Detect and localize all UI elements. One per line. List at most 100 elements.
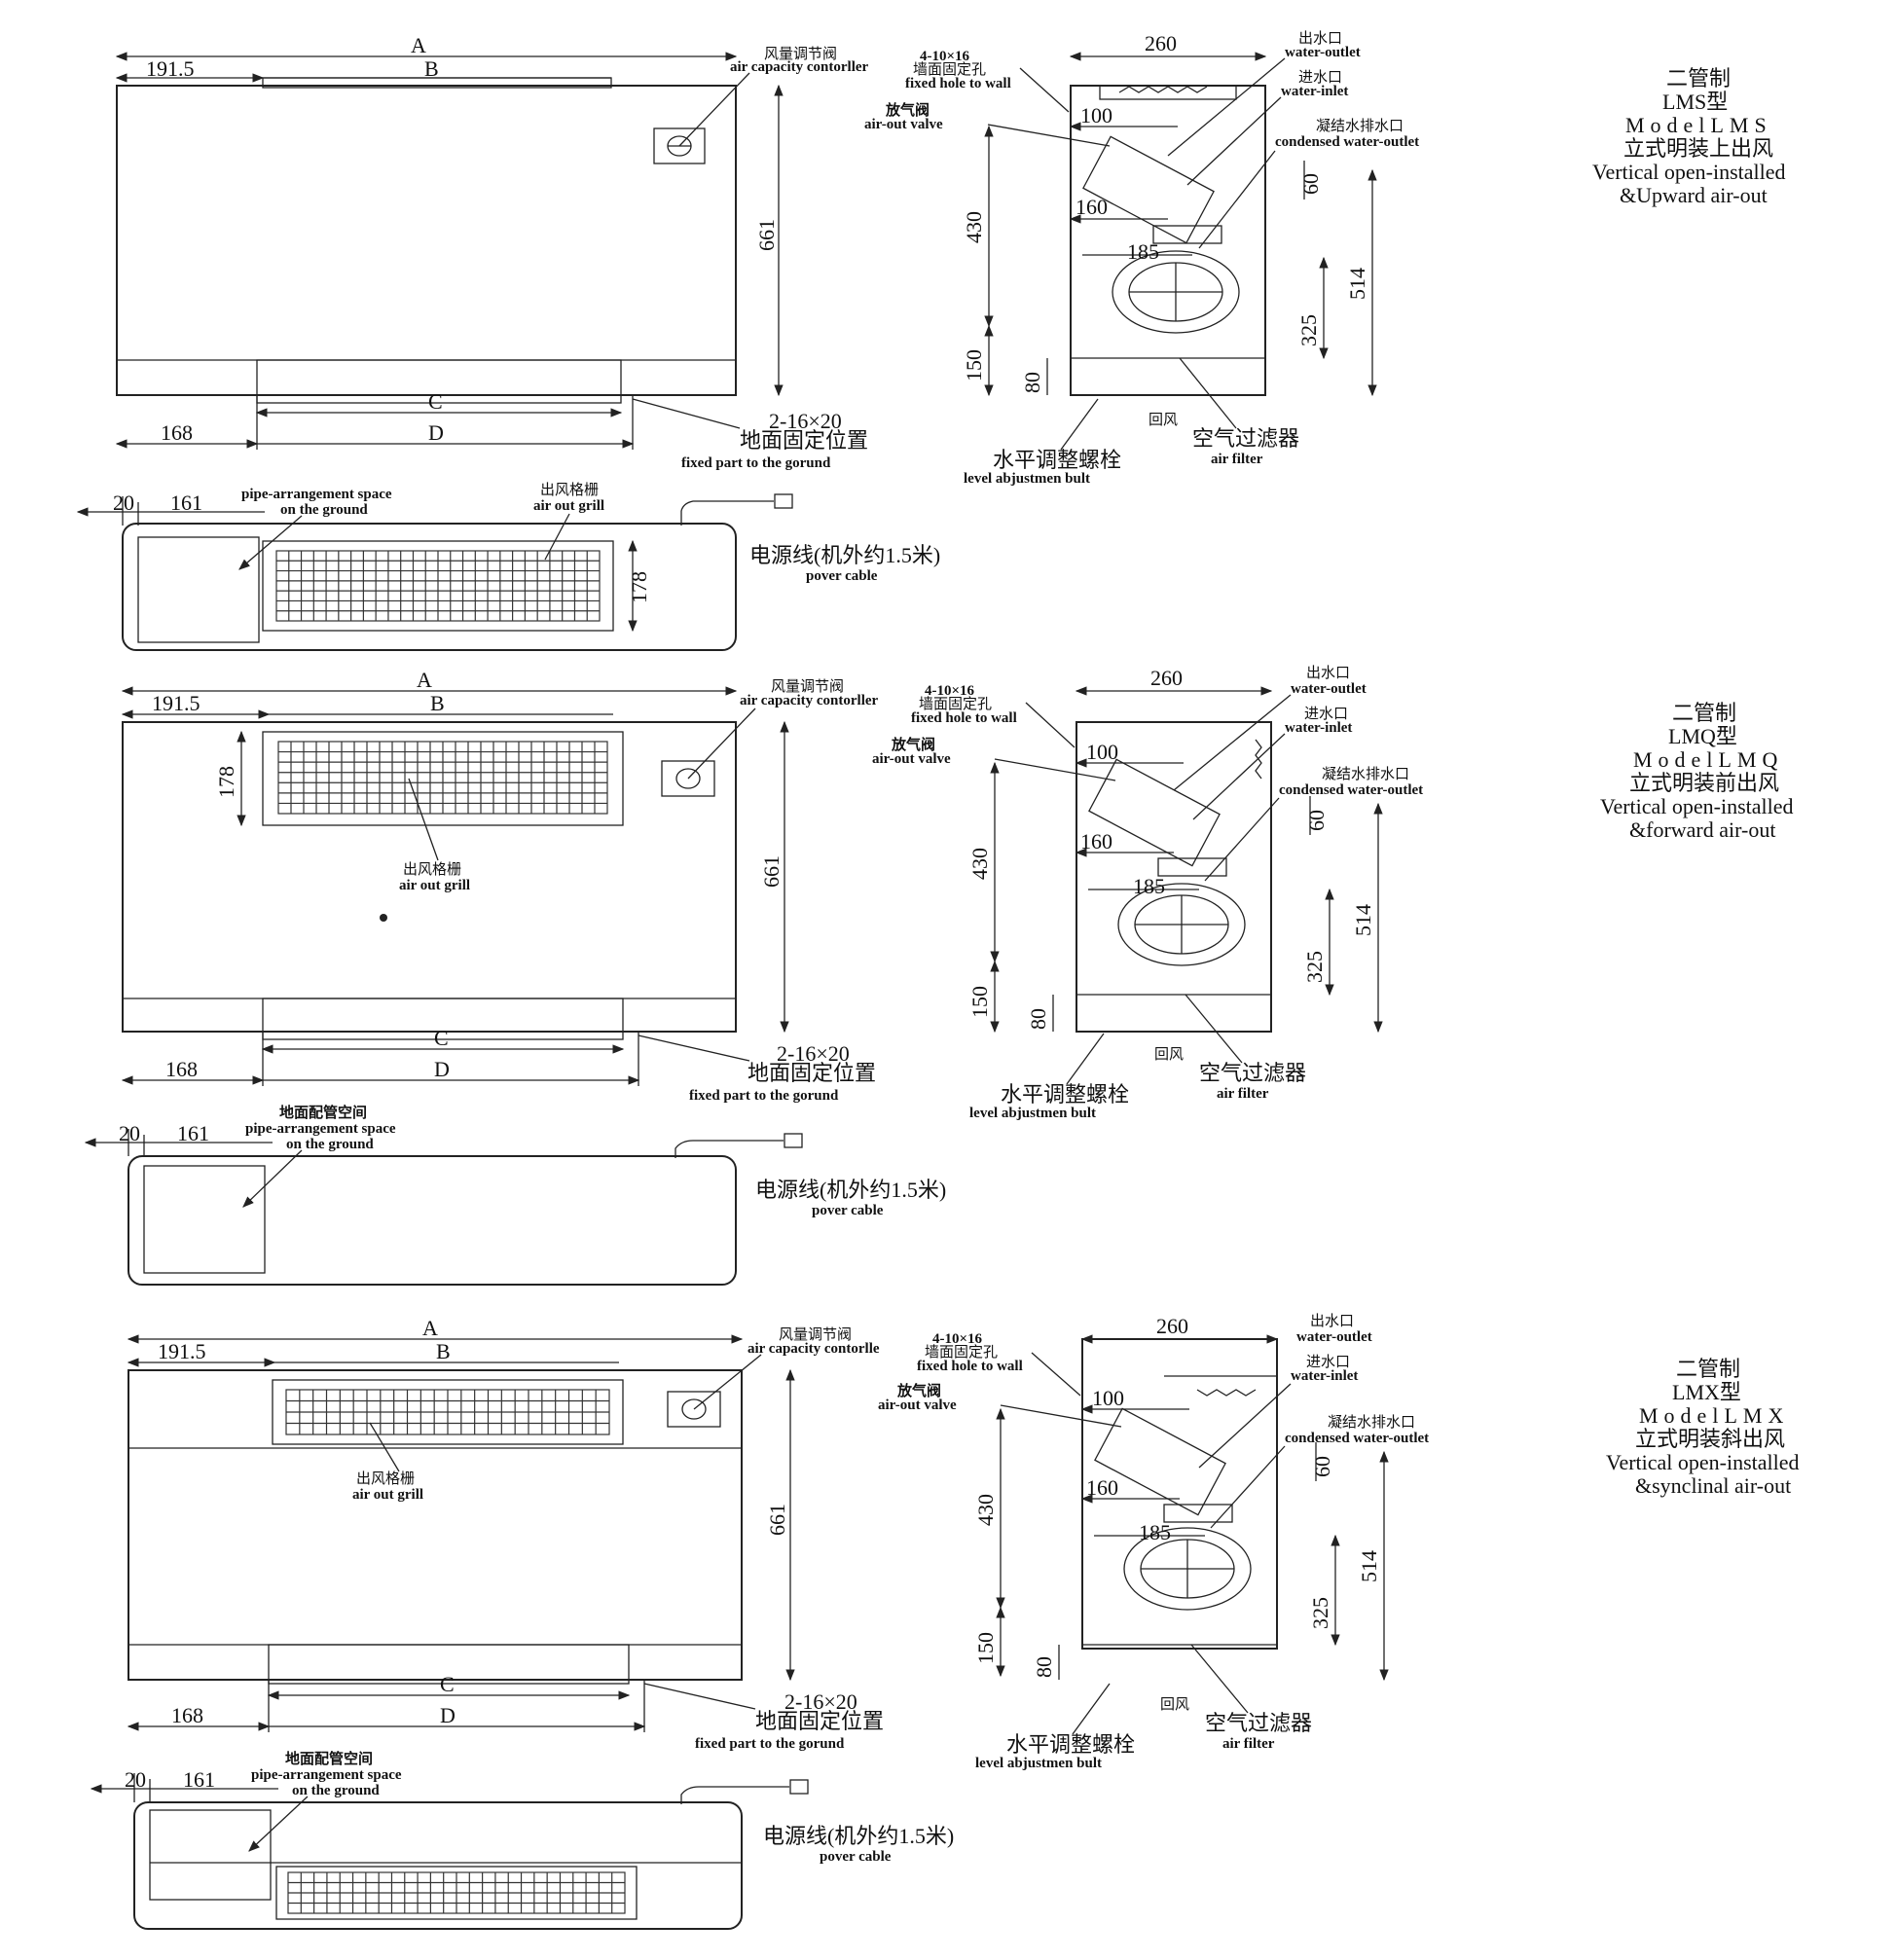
outlet-en-label: water-outlet [1296,1329,1372,1345]
top-view: 20 161 地面配管空间 pipe-arrangement space on … [90,1750,954,1930]
inlet-cn-label: 进水口 [1306,1354,1350,1370]
outlet-en-label: water-outlet [1285,45,1361,60]
fix-en-label: fixed part to the gorund [689,1088,839,1104]
valve-cn-label: 放气阀 [896,1382,941,1399]
dim-661-label: 661 [754,219,779,251]
grill-en-label: air out grill [533,498,604,514]
top-body [122,523,737,651]
dim-161-label: 161 [177,1121,209,1145]
inlet-en-label: water-inlet [1285,720,1352,736]
dim-260-label: 260 [1156,1314,1188,1338]
grill-cn-label: 出风格栅 [540,482,599,498]
cond-en-label: condensed water-outlet [1279,782,1423,798]
cable-en-label: pover cable [812,1203,884,1218]
top-view: 20 161 地面配管空间 pipe-arrangement space on … [84,1104,946,1286]
dim-1915-label: 191.5 [146,56,195,81]
dim-430-label: 430 [967,848,992,880]
dim-b-label: B [430,691,445,715]
dim-514-label: 514 [1351,904,1375,936]
desc-en2: &synclinal air-out [1635,1473,1791,1498]
dim-514-label: 514 [1345,268,1369,300]
controller-cn-label: 风量调节阀 [771,678,844,695]
front-view: A B 191.5 661 C D 168 风量调节阀 air capacity… [127,1316,884,1752]
valve-cn-label: 放气阀 [891,736,935,753]
inlet-en-label: water-inlet [1291,1368,1358,1384]
desc-cn: 立式明装上出风 [1623,136,1773,161]
dim-d-label: D [434,1057,450,1081]
pipe-space [149,1809,272,1901]
controller-box [667,1391,721,1428]
dim-185-label: 185 [1139,1520,1171,1544]
dim-150-label: 150 [967,986,992,1018]
dim-60-label: 60 [1298,173,1323,195]
front-grill-frame [262,731,624,826]
side-body [1070,85,1266,396]
dim-100-label: 100 [1086,740,1118,764]
pipe-en2-label: on the ground [280,502,368,518]
cable-en-label: pover cable [806,568,878,584]
dim-514-label: 514 [1357,1550,1381,1582]
cond-en-label: condensed water-outlet [1275,134,1419,150]
model-type: LMS型 [1662,90,1728,114]
dim-168-label: 168 [165,1057,198,1081]
cond-en-label: condensed water-outlet [1285,1431,1429,1446]
fan [1112,250,1240,334]
title-block: 二管制 LMX型 ModelLMX 立式明装斜出风 Vertical open-… [1606,1357,1800,1498]
filter-en-label: air filter [1222,1736,1275,1752]
hole-cn-label: 墙面固定孔 [919,696,992,712]
hole-en-label: fixed hole to wall [905,76,1011,91]
desc-en1: Vertical open-installed [1606,1450,1800,1474]
inlet-cn-label: 进水口 [1298,69,1342,86]
power-cable [675,1140,784,1158]
dim-d-label: D [440,1703,456,1727]
dim-80-label: 80 [1032,1656,1056,1678]
hole-en-label: fixed hole to wall [911,710,1017,726]
title-block: 二管制 LMQ型 ModelLMQ 立式明装前出风 Vertical open-… [1600,701,1794,842]
cond-cn-label: 凝结水排水口 [1322,766,1409,782]
top-body [133,1801,743,1930]
dim-185-label: 185 [1133,874,1165,898]
controller-box [653,127,706,164]
hole-spec-label: 4-10×16 [920,49,970,64]
dim-325-label: 325 [1296,314,1321,346]
panel-lmx: A B 191.5 661 C D 168 风量调节阀 air capacity… [90,1313,1800,1930]
model-name: ModelLMQ [1633,747,1783,772]
dim-80-label: 80 [1020,372,1044,393]
pipe-en2-label: on the ground [292,1783,380,1798]
cond-cn-label: 凝结水排水口 [1316,118,1404,134]
dim-661-label: 661 [765,1504,789,1536]
grill-cn-label: 出风格栅 [403,861,461,878]
hole-spec-label: 4-10×16 [932,1331,983,1347]
top-grill [275,550,601,622]
front-view: A B 191.5 661 C D 168 风量调节阀 air capacity… [115,33,869,471]
pipe-en2-label: on the ground [286,1137,374,1152]
pipe-cn-label: 地面配管空间 [285,1750,373,1767]
fix-cn-label: 地面固定位置 [740,428,868,453]
fix-en-label: fixed part to the gorund [681,455,831,471]
dim-168-label: 168 [161,420,193,445]
valve-en-label: air-out valve [878,1397,957,1413]
dim-430-label: 430 [973,1494,998,1526]
side-body [1076,721,1272,1033]
pipe-cn-label: 地面配管空间 [279,1104,367,1121]
dim-b-label: B [436,1339,451,1363]
panel-lms: A B 191.5 661 C D 168 风量调节阀 air capacity… [76,30,1786,651]
power-cable [680,1786,789,1804]
return-cn-label: 回风 [1149,412,1178,428]
desc-en2: &Upward air-out [1620,183,1768,207]
dim-160-label: 160 [1086,1475,1118,1500]
dim-161-label: 161 [170,490,202,515]
outlet-cn-label: 出水口 [1298,30,1342,47]
title-block: 二管制 LMS型 ModelLMS 立式明装上出风 Vertical open-… [1592,66,1786,207]
dim-c-label: C [428,389,443,414]
grill-en-label: air out grill [352,1487,423,1503]
dim-1915-label: 191.5 [152,691,201,715]
dim-325-label: 325 [1308,1597,1332,1629]
controller-en-label: air capacity contorller [740,693,879,708]
dim-325-label: 325 [1302,951,1327,983]
top-grill-frame [262,540,614,632]
outlet-cn-label: 出水口 [1310,1313,1354,1329]
filter-en-label: air filter [1211,452,1263,467]
desc-en1: Vertical open-installed [1600,794,1794,818]
dim-1915-label: 191.5 [158,1339,206,1363]
